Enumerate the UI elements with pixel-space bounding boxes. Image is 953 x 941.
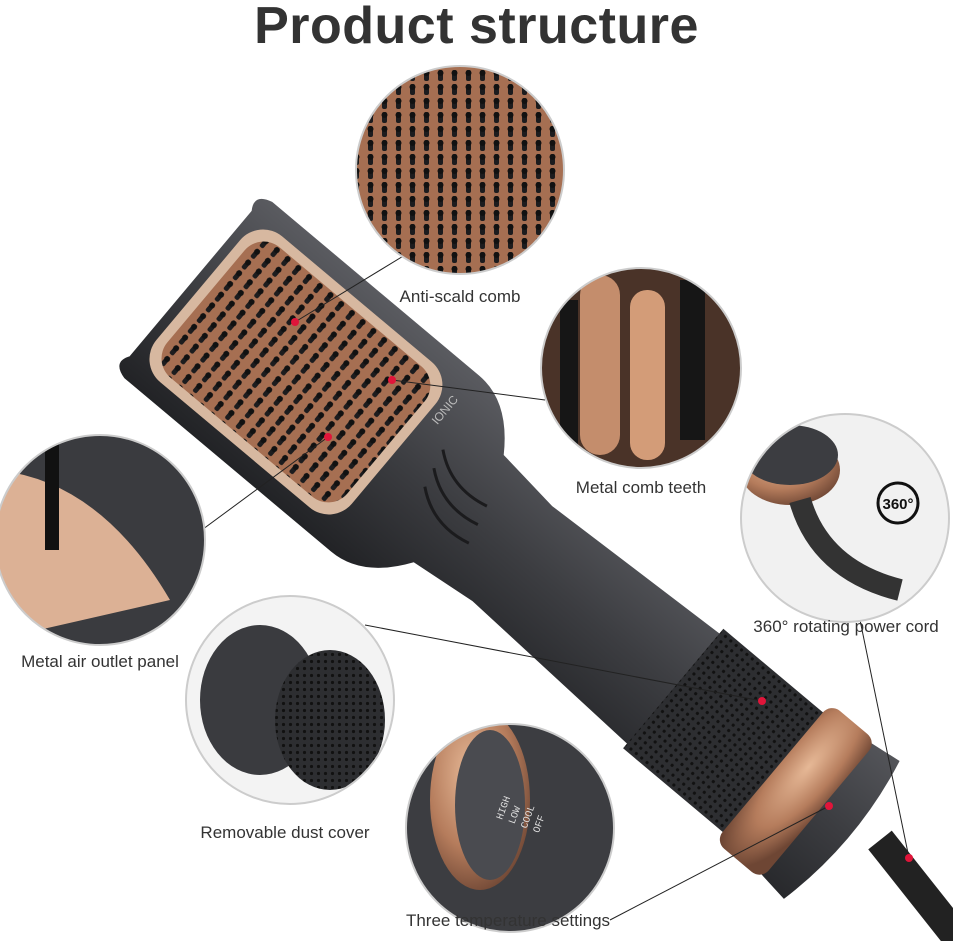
label-power-cord: 360° rotating power cord — [753, 617, 939, 636]
label-temperature-settings: Three temperature settings — [405, 911, 611, 930]
metal-air-outlet-detail — [0, 435, 205, 645]
temperature-dial — [719, 708, 872, 875]
hair-dryer-brush: IONIC — [119, 198, 900, 899]
dust-cover-detail — [186, 596, 394, 804]
label-air-outlet-panel: Metal air outlet panel — [21, 652, 179, 671]
leader-lines — [194, 254, 910, 921]
rotation-badge: 360° — [882, 496, 913, 513]
anti-scald-comb-detail — [356, 66, 564, 274]
rotation-icon — [876, 481, 920, 525]
power-cord-detail — [741, 414, 949, 622]
air-vent-grille — [623, 628, 823, 832]
power-cord — [868, 830, 953, 941]
label-anti-scald-comb: Anti-scald comb — [399, 287, 521, 306]
label-metal-comb-teeth: Metal comb teeth — [575, 478, 707, 497]
page-title: Product structure — [254, 0, 699, 55]
metal-comb-teeth-detail — [541, 268, 740, 468]
marker-dots — [291, 318, 913, 862]
label-dust-cover: Removable dust cover — [200, 823, 370, 842]
temperature-settings-detail: HIGH LOW COOL OFF — [406, 724, 614, 932]
